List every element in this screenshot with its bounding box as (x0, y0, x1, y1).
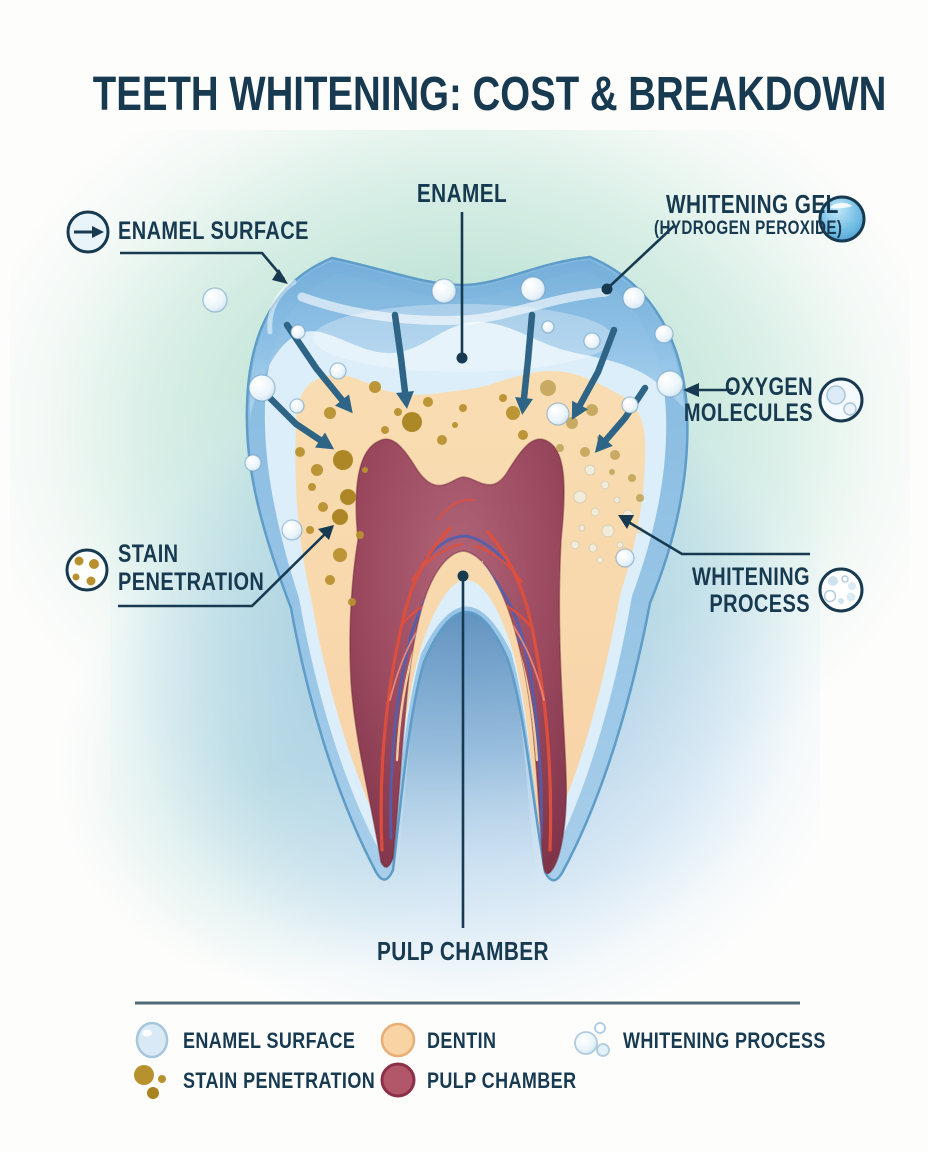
legend-label-whitening-process: WHITENING PROCESS (623, 1028, 826, 1053)
enamel-surface-arrowhead (272, 269, 288, 284)
callout-enamel-label: ENAMEL (416, 178, 508, 208)
callout-whitening-gel-label: WHITENING GEL (666, 189, 839, 219)
callout-enamel-surface-label: ENAMEL SURFACE (118, 217, 309, 245)
callout-lines (118, 212, 810, 928)
legend-swatch-stain (134, 1065, 166, 1099)
callout-pulp-chamber-label: PULP CHAMBER (377, 936, 549, 966)
root-gap-shading (397, 612, 536, 915)
whitening-gel-leader (608, 224, 676, 288)
legend-swatch-whitening (574, 1022, 610, 1057)
callout-oxygen-label-line1: OXYGEN (725, 373, 813, 401)
process-arrowhead (618, 515, 634, 529)
pulp-dot (457, 570, 469, 582)
stain-penetration-icon (65, 548, 109, 592)
oxygen-molecules-icon (818, 377, 864, 423)
callout-stain-label-line1: STAIN (118, 540, 179, 568)
whitening-process-icon (818, 567, 864, 613)
legend-swatch-pulp (380, 1062, 416, 1098)
callout-oxygen-label-line2: MOLECULES (683, 399, 813, 427)
enamel-surface-icon (66, 210, 110, 254)
oxygen-arrowhead (683, 383, 699, 397)
stain-penetration-dots (295, 381, 528, 606)
legend-swatch-dentin (380, 1022, 416, 1058)
oxygen-bubbles (202, 276, 684, 568)
callout-process-label-line1: WHITENING (691, 563, 810, 591)
enamel-dot (456, 352, 468, 364)
legend-label-dentin: DENTIN (427, 1028, 497, 1053)
callout-terminals (272, 269, 699, 582)
legend-swatch-enamel (135, 1021, 169, 1059)
whitening-gel-icon (818, 195, 866, 243)
upper-right-stain-specks (540, 380, 644, 502)
whitening-gel-dot (601, 283, 613, 295)
pulp-chamber-shape (349, 438, 568, 875)
legend-label-stain-penetration: STAIN PENETRATION (183, 1068, 376, 1093)
stain-leader (118, 530, 329, 608)
callout-whitening-gel-sublabel: (HYDROGEN PEROXIDE) (654, 218, 843, 239)
page-title: TEETH WHITENING: COST & BREAKDOWN (92, 68, 887, 121)
callout-process-label-line2: PROCESS (709, 590, 810, 618)
enamel-surface-leader (120, 251, 285, 280)
stain-arrowhead (318, 525, 334, 540)
callout-stain-label-line2: PENETRATION (118, 568, 265, 596)
process-leader (624, 518, 810, 556)
gel-gloss-left (267, 279, 297, 335)
legend-label-enamel-surface: ENAMEL SURFACE (183, 1028, 356, 1053)
legend-label-pulp-chamber: PULP CHAMBER (427, 1068, 577, 1093)
